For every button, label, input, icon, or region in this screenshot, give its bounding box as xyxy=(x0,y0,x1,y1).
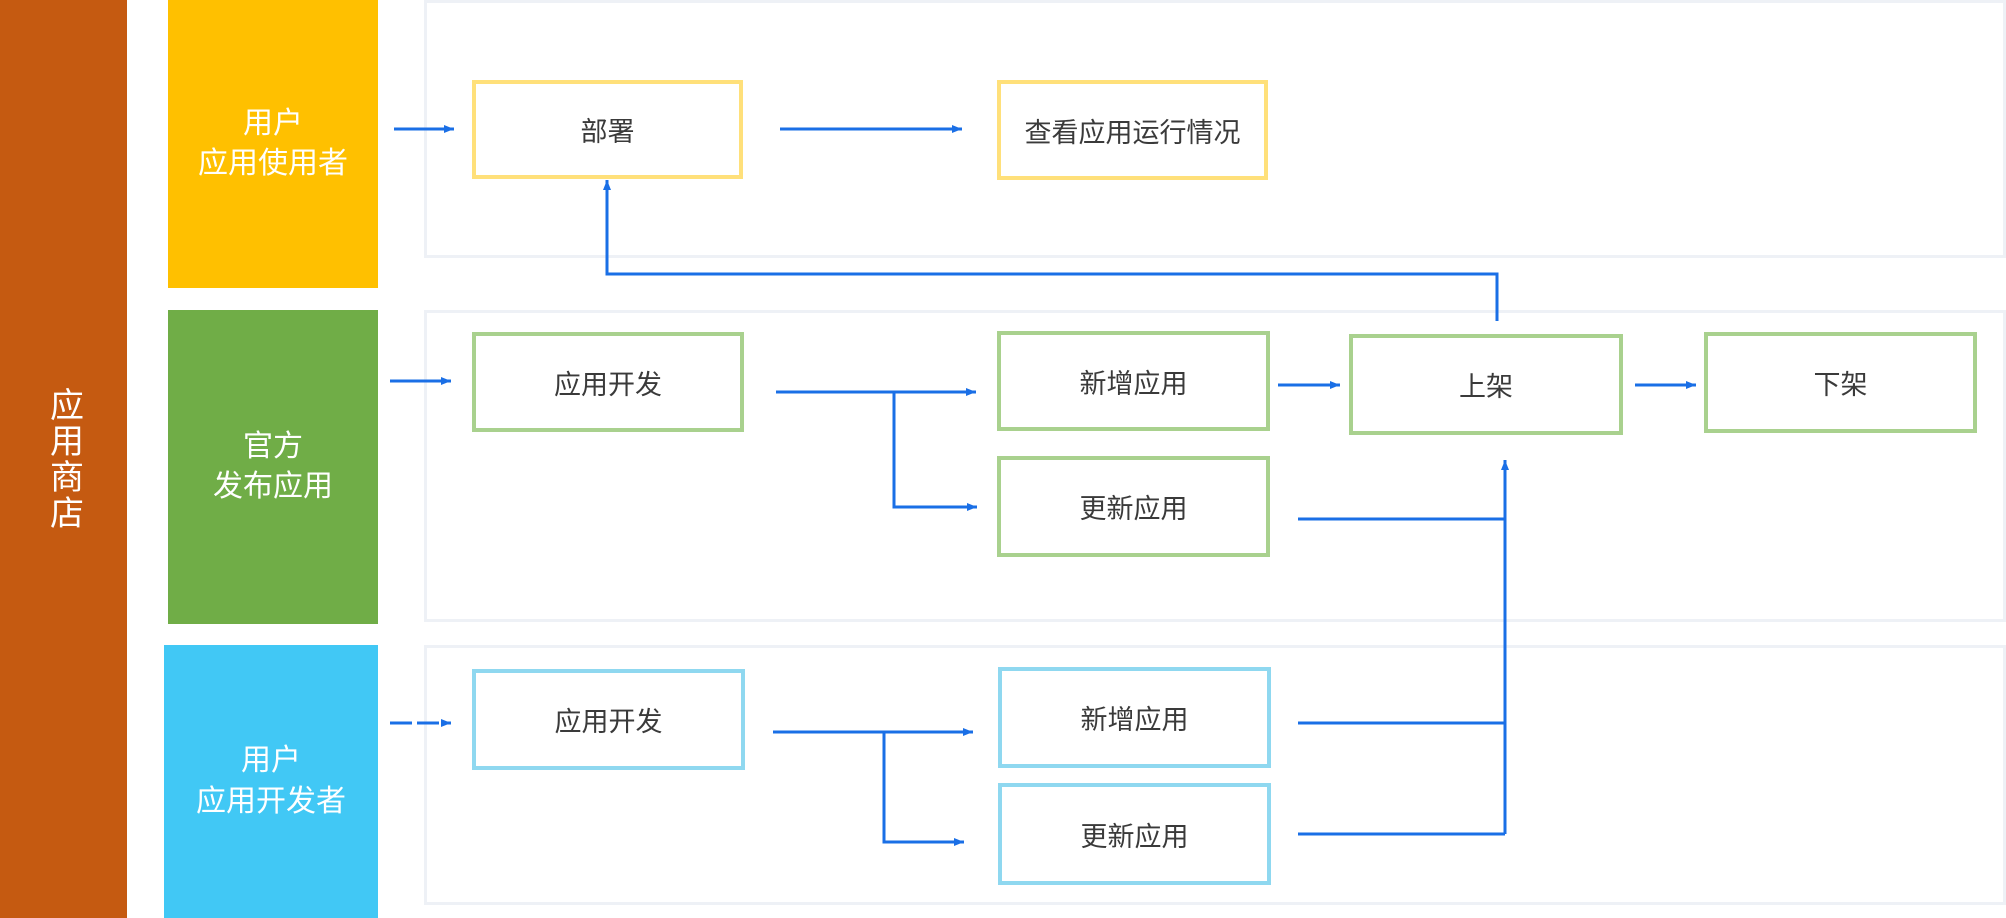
node-developer-add-app-label: 新增应用 xyxy=(1080,705,1189,736)
role-app-user-line1: 用户 xyxy=(243,105,303,141)
node-developer-develop: 应用开发 xyxy=(472,669,745,770)
node-developer-update-app-label: 更新应用 xyxy=(1080,821,1189,853)
role-app-developer-line2: 应用开发者 xyxy=(196,783,346,819)
node-unpublish-label: 下架 xyxy=(1813,370,1868,401)
node-publish-label: 上架 xyxy=(1459,372,1513,403)
node-view-app-status: 查看应用运行情况 xyxy=(997,80,1268,180)
role-official: 官方 发布应用 xyxy=(168,310,378,624)
app-store-title: 应用商店 xyxy=(43,387,84,531)
role-app-user-line2: 应用使用者 xyxy=(198,146,348,181)
node-deploy-label: 部署 xyxy=(580,117,635,148)
role-official-line2: 发布应用 xyxy=(213,469,333,504)
node-unpublish: 下架 xyxy=(1704,332,1977,433)
node-deploy: 部署 xyxy=(472,80,743,179)
role-app-user: 用户 应用使用者 xyxy=(168,0,378,288)
node-developer-add-app: 新增应用 xyxy=(998,667,1271,768)
node-official-add-app: 新增应用 xyxy=(997,331,1270,431)
node-official-add-app-label: 新增应用 xyxy=(1079,368,1188,400)
role-official-line1: 官方 xyxy=(243,428,303,464)
node-official-update-app: 更新应用 xyxy=(997,456,1270,557)
role-app-developer: 用户 应用开发者 xyxy=(164,645,378,918)
node-official-develop-label: 应用开发 xyxy=(554,369,662,401)
node-official-update-app-label: 更新应用 xyxy=(1079,494,1188,525)
node-official-develop: 应用开发 xyxy=(472,332,744,432)
role-app-developer-line1: 用户 xyxy=(241,743,301,778)
node-developer-update-app: 更新应用 xyxy=(998,783,1271,885)
app-store-sidebar: 应用商店 xyxy=(0,0,127,918)
node-view-app-status-label: 查看应用运行情况 xyxy=(1024,117,1241,149)
node-publish: 上架 xyxy=(1349,334,1623,435)
node-developer-develop-label: 应用开发 xyxy=(554,707,663,738)
